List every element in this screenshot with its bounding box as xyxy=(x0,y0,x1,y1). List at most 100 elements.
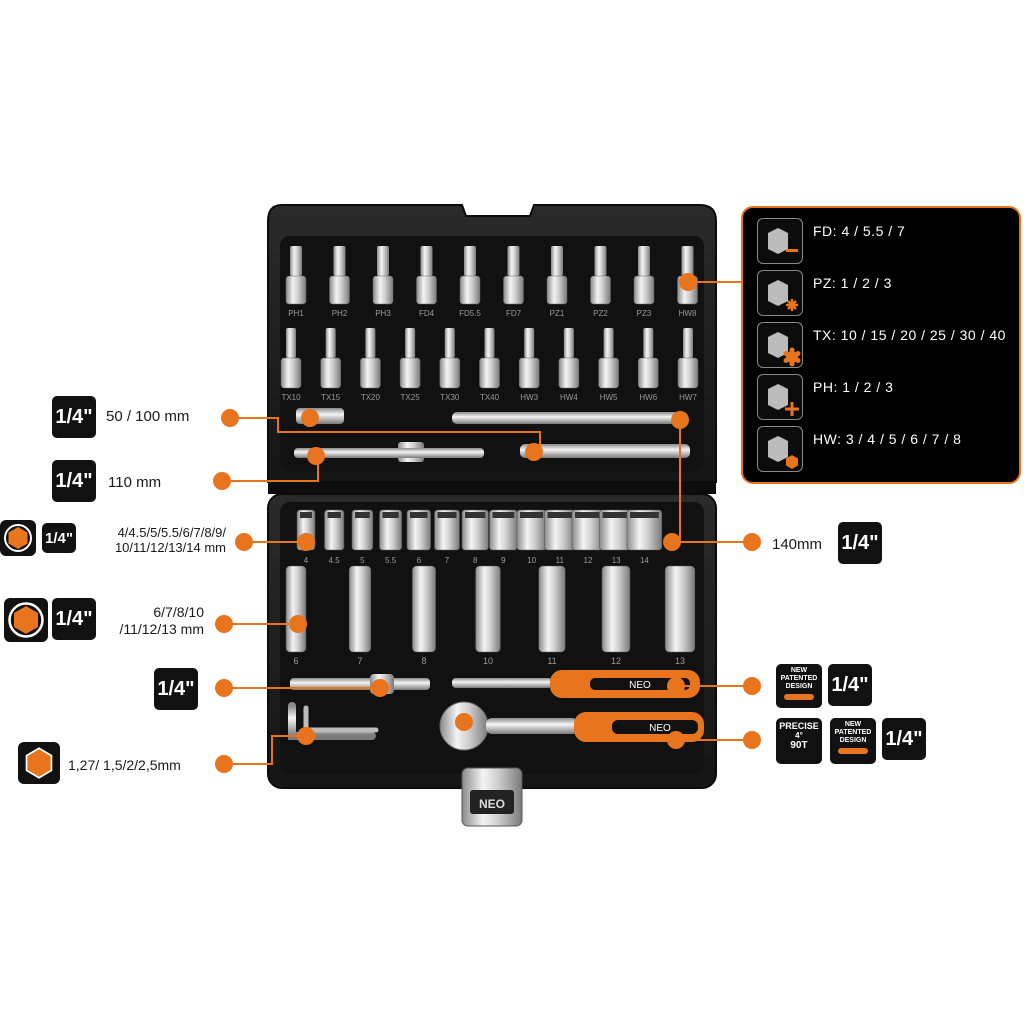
bit-holder xyxy=(416,275,437,305)
socket-opening xyxy=(327,512,341,518)
bit-label: FD7 xyxy=(506,309,522,318)
socket-opening xyxy=(382,512,399,518)
leader-dot xyxy=(667,677,685,695)
socket-size-label: 12 xyxy=(584,556,593,565)
socket-size-label: 8 xyxy=(421,656,426,666)
leader-dot xyxy=(743,677,761,695)
bit-holder xyxy=(360,357,381,389)
legend-label: HW: 3 / 4 / 5 / 6 / 7 / 8 xyxy=(813,431,962,447)
bit-holder xyxy=(280,357,302,389)
leader-dot xyxy=(371,679,389,697)
bit-label: PH1 xyxy=(288,309,304,318)
legend-label: PH: 1 / 2 / 3 xyxy=(813,379,894,395)
screwdriver-bit xyxy=(286,328,296,358)
leader-dot xyxy=(663,533,681,551)
leader-dot xyxy=(671,411,689,429)
hex-key-sizes-label: 1,27/ 1,5/2/2,5mm xyxy=(68,757,181,773)
precise-teeth: 90T xyxy=(790,740,808,751)
bit-holder xyxy=(329,275,350,305)
patented-design-text: NEW PATENTED DESIGN xyxy=(780,667,818,690)
bit-holder xyxy=(372,275,394,305)
drive-size-badge: 1/4" xyxy=(828,664,872,706)
socket-size-label: 14 xyxy=(640,556,649,565)
hex-socket-icon xyxy=(4,598,48,642)
socket-opening xyxy=(465,512,486,518)
bit-holder xyxy=(285,275,307,305)
extension-length-label: 50 / 100 mm xyxy=(106,408,190,425)
socket-short xyxy=(351,509,374,551)
socket-opening xyxy=(355,512,370,518)
socket-size-label: 5 xyxy=(360,556,365,565)
socket-size-label: 4 xyxy=(304,556,309,565)
screwdriver-bit xyxy=(603,328,614,358)
leader-dot xyxy=(525,443,543,461)
patented-design-text: NEW PATENTED DESIGN xyxy=(834,721,872,744)
socket-size-label: 6 xyxy=(417,556,422,565)
leader-dot xyxy=(215,679,233,697)
socket-short xyxy=(379,509,403,551)
bit-holder xyxy=(546,275,568,305)
socket-deep xyxy=(285,565,307,653)
hex-key-icon xyxy=(18,742,60,784)
ratchet-handle-grip xyxy=(612,720,698,734)
bit-label: HW5 xyxy=(600,393,618,402)
socket-opening xyxy=(437,512,457,518)
socket-deep xyxy=(664,565,696,653)
socket-short xyxy=(406,509,431,551)
screwdriver-bit xyxy=(683,328,693,358)
bit-label: HW6 xyxy=(639,393,657,402)
ratchet-neck xyxy=(486,718,578,734)
hex-bit-icon xyxy=(757,426,803,472)
bit-holder xyxy=(518,357,540,389)
socket-size-label: 7 xyxy=(357,656,362,666)
screwdriver-bit xyxy=(484,328,495,358)
bit-holder xyxy=(677,357,699,389)
bit-label: TX30 xyxy=(440,393,460,402)
bit-holder xyxy=(558,357,580,389)
leader-dot xyxy=(215,615,233,633)
screwdriver-bit xyxy=(681,246,694,276)
socket-sizes-line: 10/11/12/13/14 mm xyxy=(114,540,226,555)
leader-dot xyxy=(213,472,231,490)
screwdriver-bit xyxy=(377,246,389,276)
socket-size-label: 13 xyxy=(675,656,685,666)
socket-deep xyxy=(538,565,566,653)
bit-label: PZ3 xyxy=(637,309,652,318)
legend-label: FD: 4 / 5.5 / 7 xyxy=(813,223,906,239)
screwdriver-bit xyxy=(643,328,654,358)
screwdriver-bit xyxy=(365,328,376,358)
legend-label: TX: 10 / 15 / 20 / 25 / 30 / 40 xyxy=(813,327,1006,343)
leader-dot xyxy=(221,409,239,427)
bit-holder xyxy=(633,275,655,305)
socket-size-label: 8 xyxy=(473,556,478,565)
extension-length-label: 110 mm xyxy=(108,474,162,491)
bit-label: TX20 xyxy=(361,393,381,402)
socket-size-label: 10 xyxy=(483,656,493,666)
socket-sizes-line: 6/7/8/10 xyxy=(153,604,204,620)
legend-label: PZ: 1 / 2 / 3 xyxy=(813,275,892,291)
bit-type-legend: FD: 4 / 5.5 / 7 PZ: 1 / 2 / 3 TX: 10 / 1… xyxy=(741,206,1021,484)
legend-row-pz: PZ: 1 / 2 / 3 xyxy=(757,270,1015,320)
torx-bit-icon xyxy=(757,322,803,368)
socket-sizes-label: 4/4.5/5/5.5/6/7/8/9/ 10/11/12/13/14 mm xyxy=(84,525,226,555)
socket-short xyxy=(324,509,345,551)
leader-dot xyxy=(667,731,685,749)
drive-size-badge: 1/4" xyxy=(52,598,96,640)
socket-opening xyxy=(300,512,312,518)
leader-dot xyxy=(235,533,253,551)
bit-label: FD5.5 xyxy=(459,309,481,318)
leader-dot xyxy=(307,447,325,465)
socket-deep xyxy=(475,565,501,653)
socket-size-label: 11 xyxy=(556,556,565,565)
socket-sizes-label: 6/7/8/10 /11/12/13 mm xyxy=(100,604,204,638)
bit-holder xyxy=(598,357,619,389)
screwdriver-bit xyxy=(420,246,433,276)
socket-deep xyxy=(348,565,372,653)
flexible-extension xyxy=(452,412,688,424)
leader-dot xyxy=(743,731,761,749)
bit-holder xyxy=(320,357,341,389)
socket-opening xyxy=(602,512,630,518)
screwdriver-bit xyxy=(444,328,455,358)
bit-holder xyxy=(638,357,659,389)
